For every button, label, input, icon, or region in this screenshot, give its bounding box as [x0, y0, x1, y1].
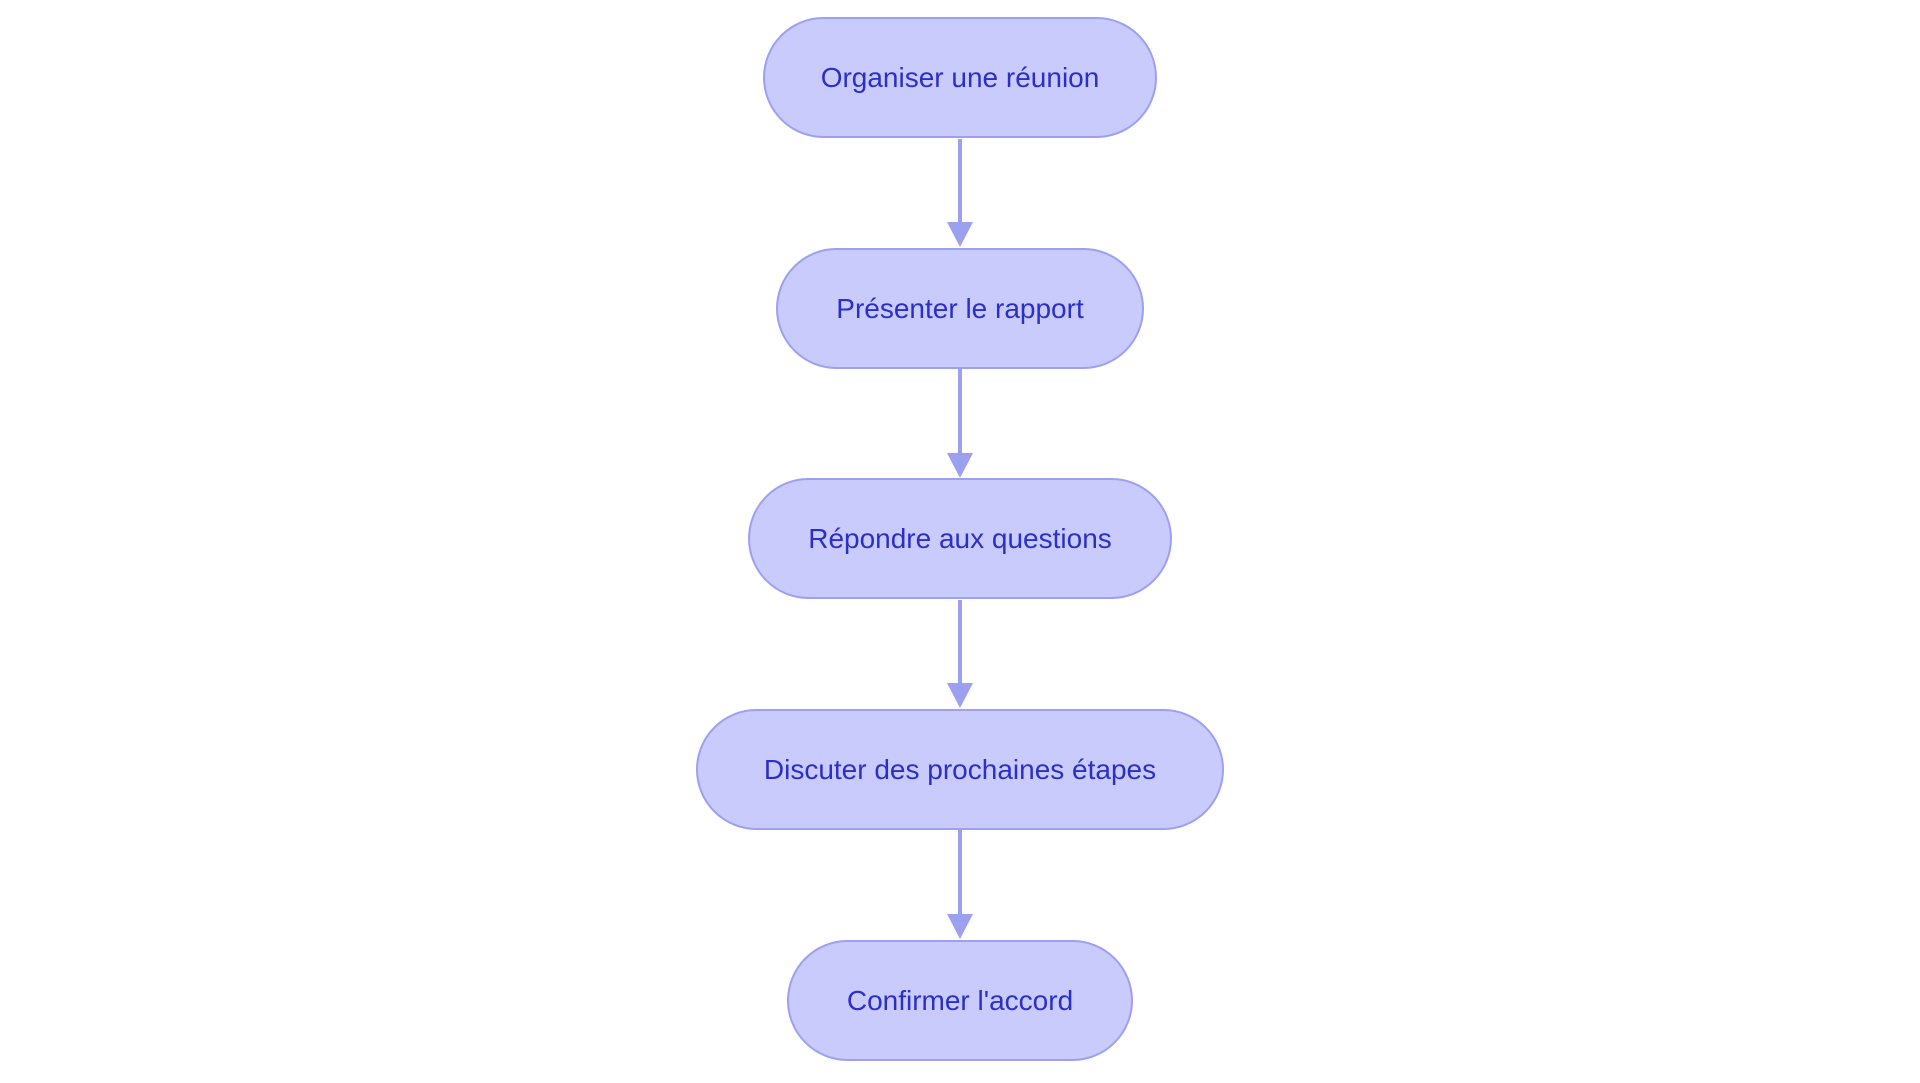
node-repondre-questions: Répondre aux questions — [748, 478, 1172, 599]
node-presenter-rapport: Présenter le rapport — [776, 248, 1144, 369]
node-label: Présenter le rapport — [836, 292, 1084, 324]
edge-4-5 — [947, 830, 973, 939]
node-label: Discuter des prochaines étapes — [763, 753, 1157, 785]
edge-2-3 — [947, 369, 973, 478]
node-label: Confirmer l'accord — [846, 984, 1074, 1016]
edge-1-2 — [947, 139, 973, 247]
node-organiser-reunion: Organiser une réunion — [763, 17, 1157, 138]
node-label: Répondre aux questions — [808, 522, 1112, 554]
node-confirmer-accord: Confirmer l'accord — [787, 940, 1133, 1061]
node-label: Organiser une réunion — [820, 61, 1100, 93]
node-discuter-etapes: Discuter des prochaines étapes — [696, 709, 1224, 830]
edge-3-4 — [947, 600, 973, 708]
